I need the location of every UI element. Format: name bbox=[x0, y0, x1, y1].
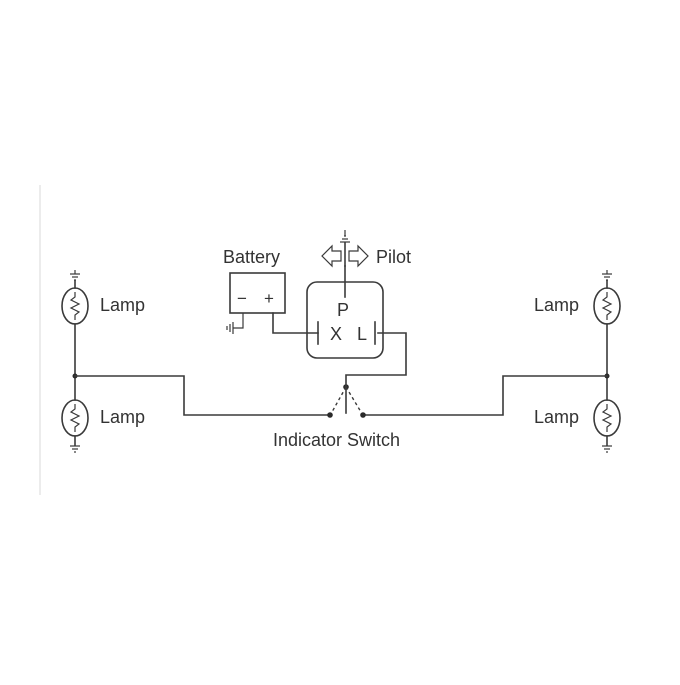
lamp-left-top-icon bbox=[61, 287, 89, 325]
left-lamp-bank: Lamp Lamp bbox=[61, 270, 145, 453]
battery: − + bbox=[229, 272, 286, 314]
arrow-right-icon bbox=[348, 244, 369, 268]
flasher-unit: P X L bbox=[306, 265, 384, 359]
battery-plus-label: + bbox=[264, 289, 274, 308]
pilot-lamp bbox=[321, 230, 369, 268]
arrow-left-icon bbox=[321, 244, 342, 268]
indicator-switch bbox=[327, 384, 366, 418]
ground-icon bbox=[602, 445, 612, 453]
battery-to-flasher-wire bbox=[272, 312, 319, 334]
ground-icon bbox=[340, 230, 350, 243]
battery-minus-label: − bbox=[237, 289, 247, 308]
right-bus-wire bbox=[363, 375, 608, 416]
battery-ground-wire bbox=[233, 313, 244, 329]
ground-icon bbox=[226, 322, 234, 334]
ground-icon bbox=[70, 445, 80, 453]
flasher-p-label: P bbox=[337, 300, 349, 320]
lamp-right-top-label: Lamp bbox=[534, 295, 579, 315]
ground-icon bbox=[70, 270, 80, 281]
left-bus-wire bbox=[74, 375, 329, 416]
flasher-x-label: X bbox=[330, 324, 342, 344]
flasher-l-label: L bbox=[357, 324, 367, 344]
lamp-right-top-icon bbox=[593, 287, 621, 325]
right-lamp-bank: Lamp Lamp bbox=[534, 270, 621, 453]
lamp-left-bottom-icon bbox=[61, 399, 89, 437]
pilot-label: Pilot bbox=[376, 247, 411, 267]
lamp-left-top-label: Lamp bbox=[100, 295, 145, 315]
lamp-right-bottom-icon bbox=[593, 399, 621, 437]
lamp-left-bottom-label: Lamp bbox=[100, 407, 145, 427]
indicator-switch-label: Indicator Switch bbox=[273, 430, 400, 450]
ground-icon bbox=[602, 270, 612, 281]
switch-to-flasher-wire bbox=[345, 332, 407, 388]
lamp-right-bottom-label: Lamp bbox=[534, 407, 579, 427]
battery-label: Battery bbox=[223, 247, 280, 267]
